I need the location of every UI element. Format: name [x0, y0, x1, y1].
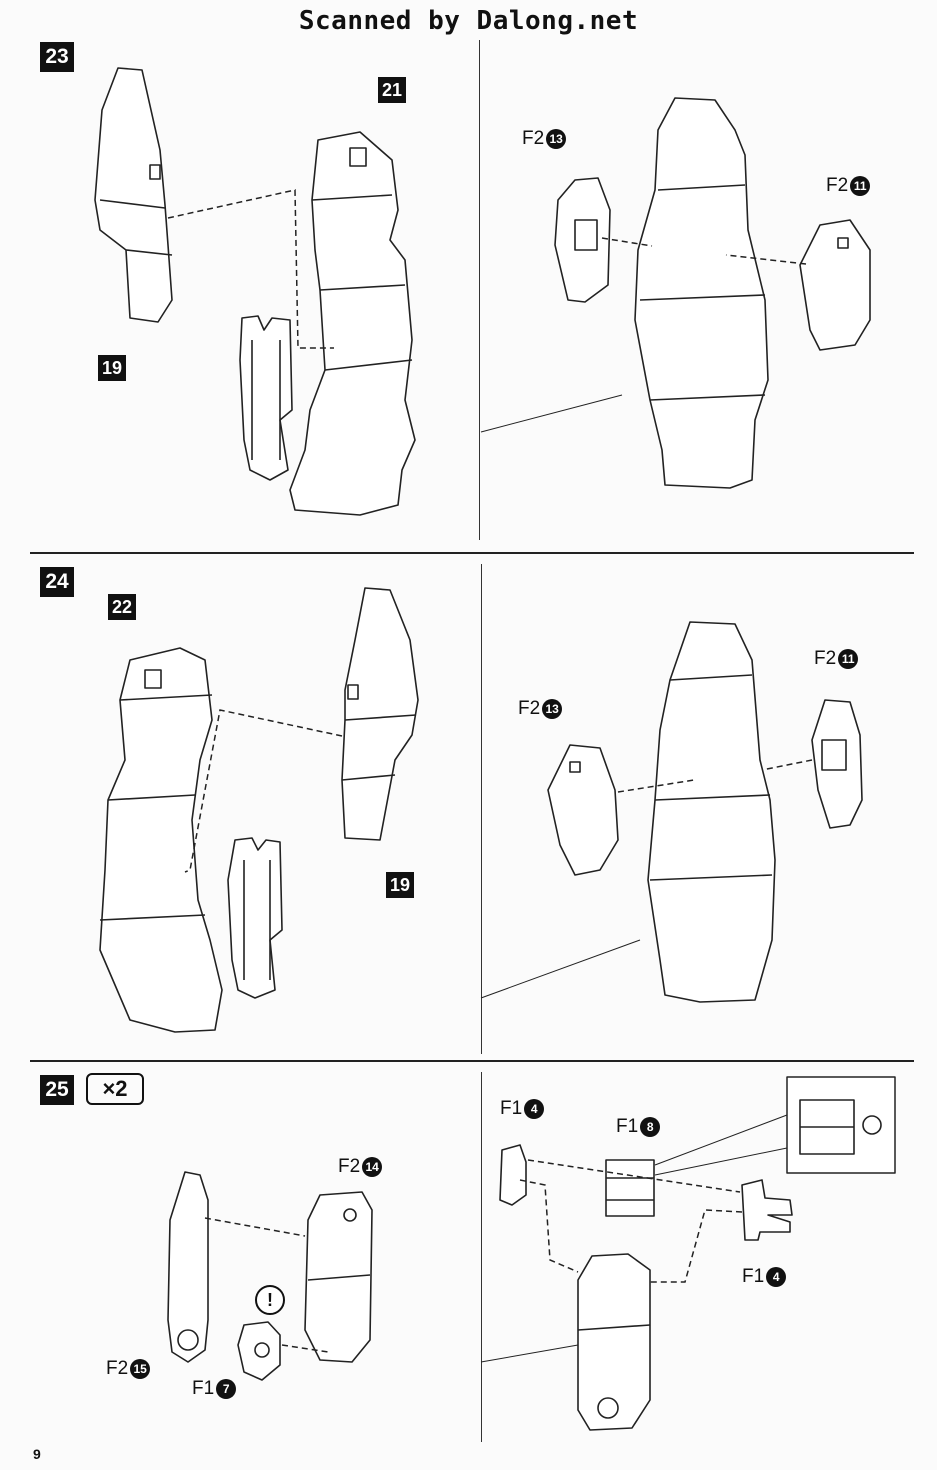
section-divider-2	[30, 1060, 914, 1062]
step-25-divider	[481, 1072, 482, 1442]
part-number: 15	[130, 1359, 151, 1379]
runner-label: F1	[616, 1116, 639, 1137]
part-22-shape	[99, 647, 223, 1033]
scanner-banner: Scanned by Dalong.net	[0, 6, 937, 36]
part-label-f1-4-a: F1 4	[500, 1098, 545, 1120]
part-label-f2-14: F2 14	[338, 1156, 383, 1178]
part-F2-11-shape	[799, 219, 871, 351]
step-23-divider	[479, 40, 480, 540]
part-F2-13-shape-b	[547, 744, 619, 876]
runner-label: F1	[500, 1098, 523, 1119]
part-F1-4-shape-a	[499, 1144, 527, 1206]
caution-icon: !	[255, 1285, 285, 1315]
part-label-19: 19	[98, 355, 126, 381]
part-F1-8-shape	[605, 1159, 655, 1217]
part-number: 13	[546, 129, 567, 149]
assembled-body-24-shape	[647, 621, 776, 1003]
step-24-divider	[481, 564, 482, 1054]
part-label-f2-11: F2 11	[826, 175, 871, 197]
part-21-shape	[289, 131, 416, 516]
runner-label: F2	[518, 698, 541, 719]
part-number: 13	[542, 699, 563, 719]
section-divider-1	[30, 552, 914, 554]
inner-frame-shape	[239, 315, 293, 481]
runner-label: F2	[106, 1358, 129, 1379]
part-label-f1-4-b: F1 4	[742, 1266, 787, 1288]
part-label-f2-13: F2 13	[522, 128, 567, 150]
part-number: 11	[850, 176, 871, 196]
part-label-21: 21	[378, 77, 406, 103]
runner-label: F2	[814, 648, 837, 669]
runner-label: F2	[338, 1156, 361, 1177]
part-number: 4	[766, 1267, 787, 1287]
step-number-25: 25	[40, 1075, 74, 1105]
step-number-23: 23	[40, 42, 74, 72]
runner-label: F1	[742, 1266, 765, 1287]
part-number: 8	[640, 1117, 661, 1137]
assembled-arm-25-shape	[577, 1253, 651, 1431]
runner-label: F1	[192, 1378, 215, 1399]
step-number-24: 24	[40, 567, 74, 597]
part-label-f1-8: F1 8	[616, 1116, 661, 1138]
part-19-shape	[94, 67, 173, 323]
runner-label: F2	[522, 128, 545, 149]
quantity-multiplier: ×2	[86, 1073, 144, 1105]
part-label-22: 22	[108, 594, 136, 620]
part-number: 11	[838, 649, 859, 669]
part-number: 7	[216, 1379, 237, 1399]
part-F2-15-shape	[167, 1171, 209, 1363]
part-label-f2-11-b: F2 11	[814, 648, 859, 670]
part-number: 4	[524, 1099, 545, 1119]
page-number: 9	[33, 1446, 41, 1462]
assembled-body-23-shape	[634, 97, 769, 489]
part-label-f2-15: F2 15	[106, 1358, 151, 1380]
runner-label: F2	[826, 175, 849, 196]
part-F1-4-shape-b	[741, 1179, 793, 1241]
part-19-shape-b	[341, 587, 419, 841]
part-number: 14	[362, 1157, 383, 1177]
part-label-f2-13-b: F2 13	[518, 698, 563, 720]
inner-frame-24-shape	[227, 837, 283, 999]
part-label-f1-7: F1 7	[192, 1378, 237, 1400]
part-label-19-b: 19	[386, 872, 414, 898]
